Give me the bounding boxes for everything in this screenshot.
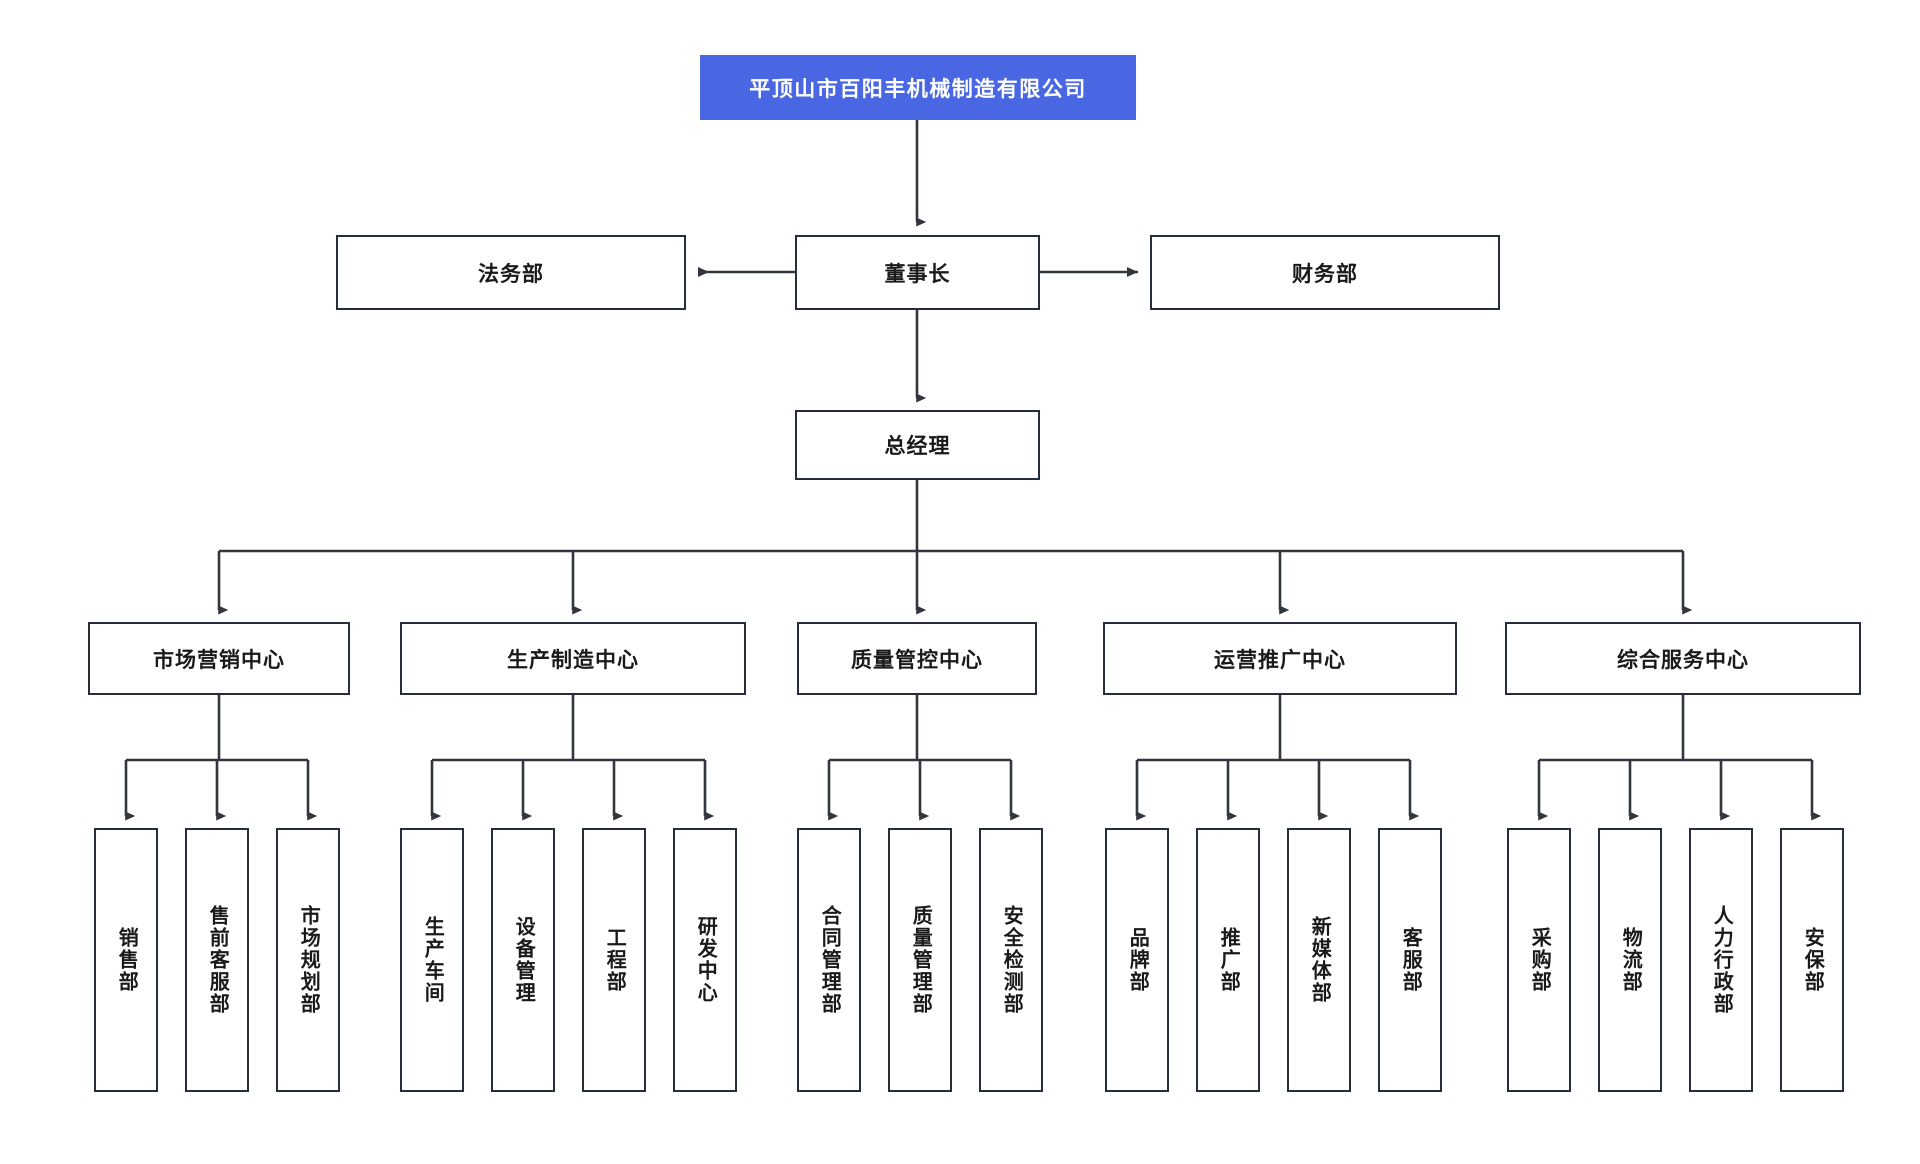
node-label: 采购部 [1528,927,1551,993]
node-finance-department[interactable]: 财务部 [1150,235,1500,310]
node-label: 法务部 [478,262,544,286]
node-label: 设备管理 [512,916,535,1004]
node-department-5-4[interactable]: 安保部 [1780,828,1844,1092]
node-label: 运营推广中心 [1214,648,1346,672]
node-chairman[interactable]: 董事长 [795,235,1040,310]
node-department-5-3[interactable]: 人力行政部 [1689,828,1753,1092]
node-department-3-2[interactable]: 质量管理部 [888,828,952,1092]
node-center-4[interactable]: 运营推广中心 [1103,622,1457,695]
node-label: 合同管理部 [818,905,841,1015]
node-company-root[interactable]: 平顶山市百阳丰机械制造有限公司 [700,55,1136,120]
node-department-3-1[interactable]: 合同管理部 [797,828,861,1092]
node-department-4-1[interactable]: 品牌部 [1105,828,1169,1092]
node-label: 售前客服部 [206,905,229,1015]
node-department-2-4[interactable]: 研发中心 [673,828,737,1092]
node-label: 工程部 [603,927,626,993]
node-label: 市场营销中心 [153,648,285,672]
node-label: 生产制造中心 [507,648,639,672]
node-label: 质量管控中心 [851,648,983,672]
node-department-3-3[interactable]: 安全检测部 [979,828,1043,1092]
node-department-1-1[interactable]: 销售部 [94,828,158,1092]
node-department-4-4[interactable]: 客服部 [1378,828,1442,1092]
child-connector-group [124,695,1822,821]
node-label: 总经理 [884,435,951,458]
node-general-manager[interactable]: 总经理 [795,410,1040,480]
node-department-4-3[interactable]: 新媒体部 [1287,828,1351,1092]
node-department-5-2[interactable]: 物流部 [1598,828,1662,1092]
node-label: 客服部 [1399,927,1422,993]
node-label: 安保部 [1801,927,1824,993]
node-center-1[interactable]: 市场营销中心 [88,622,350,695]
node-department-5-1[interactable]: 采购部 [1507,828,1571,1092]
node-label: 生产车间 [421,916,444,1004]
node-label: 物流部 [1619,927,1642,993]
node-label: 品牌部 [1126,927,1149,993]
node-department-4-2[interactable]: 推广部 [1196,828,1260,1092]
node-label: 董事长 [884,262,951,286]
node-label: 安全检测部 [1000,905,1023,1015]
node-label: 推广部 [1217,927,1240,993]
node-label: 市场规划部 [297,905,320,1015]
node-label: 新媒体部 [1308,916,1331,1004]
node-label: 研发中心 [694,916,717,1004]
node-department-2-3[interactable]: 工程部 [582,828,646,1092]
node-label: 质量管理部 [909,905,932,1015]
node-label: 平顶山市百阳丰机械制造有限公司 [749,77,1087,101]
node-department-1-2[interactable]: 售前客服部 [185,828,249,1092]
node-label: 人力行政部 [1710,905,1733,1015]
node-label: 销售部 [115,927,138,993]
node-legal-department[interactable]: 法务部 [336,235,686,310]
node-center-2[interactable]: 生产制造中心 [400,622,746,695]
node-center-5[interactable]: 综合服务中心 [1505,622,1861,695]
node-label: 财务部 [1292,262,1358,286]
node-department-2-2[interactable]: 设备管理 [491,828,555,1092]
node-label: 综合服务中心 [1617,648,1749,672]
node-department-1-3[interactable]: 市场规划部 [276,828,340,1092]
node-department-2-1[interactable]: 生产车间 [400,828,464,1092]
node-center-3[interactable]: 质量管控中心 [797,622,1037,695]
